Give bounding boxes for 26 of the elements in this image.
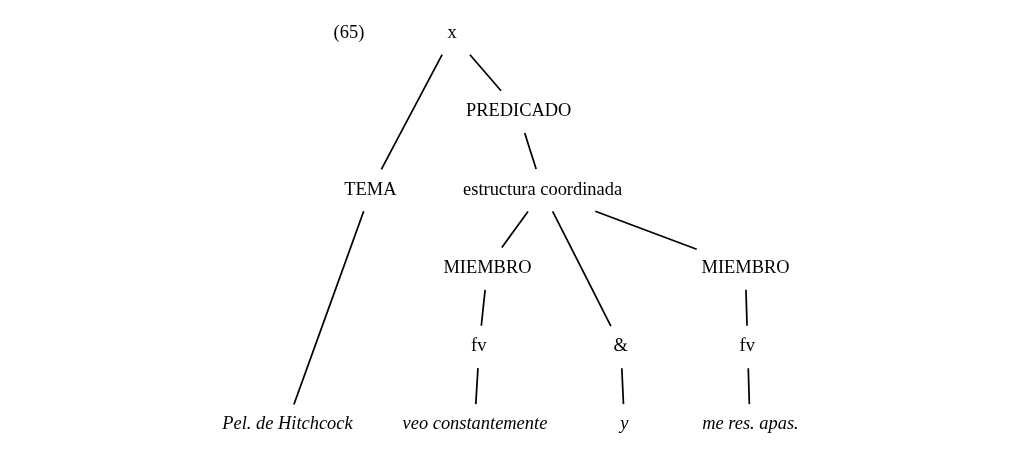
connector [746, 367, 750, 405]
connector [744, 288, 748, 327]
node-text: & [612, 335, 628, 356]
node-text: y [619, 412, 629, 433]
node-text: MIEMBRO [701, 257, 790, 278]
connector [620, 367, 624, 405]
node-text: Pel. de Hitchcock [221, 412, 353, 433]
connector [479, 288, 486, 327]
node-text: me res. apas. [701, 412, 799, 433]
node-text: fv [739, 335, 755, 356]
connector [468, 53, 502, 92]
node-text: PREDICADO [465, 100, 571, 121]
node-text: veo constantemente [402, 412, 547, 433]
connector [292, 210, 365, 406]
label: (65) [333, 21, 364, 42]
connector [551, 210, 612, 327]
connector [500, 210, 529, 249]
connector [593, 210, 698, 251]
node-text: estructura coordinada [462, 178, 622, 199]
node-text: TEMA [343, 178, 397, 199]
node-text: MIEMBRO [442, 257, 531, 278]
node-text: x [446, 21, 457, 42]
connector [380, 53, 443, 171]
connector [523, 132, 537, 170]
connector [474, 367, 479, 405]
node-text: fv [470, 335, 486, 356]
